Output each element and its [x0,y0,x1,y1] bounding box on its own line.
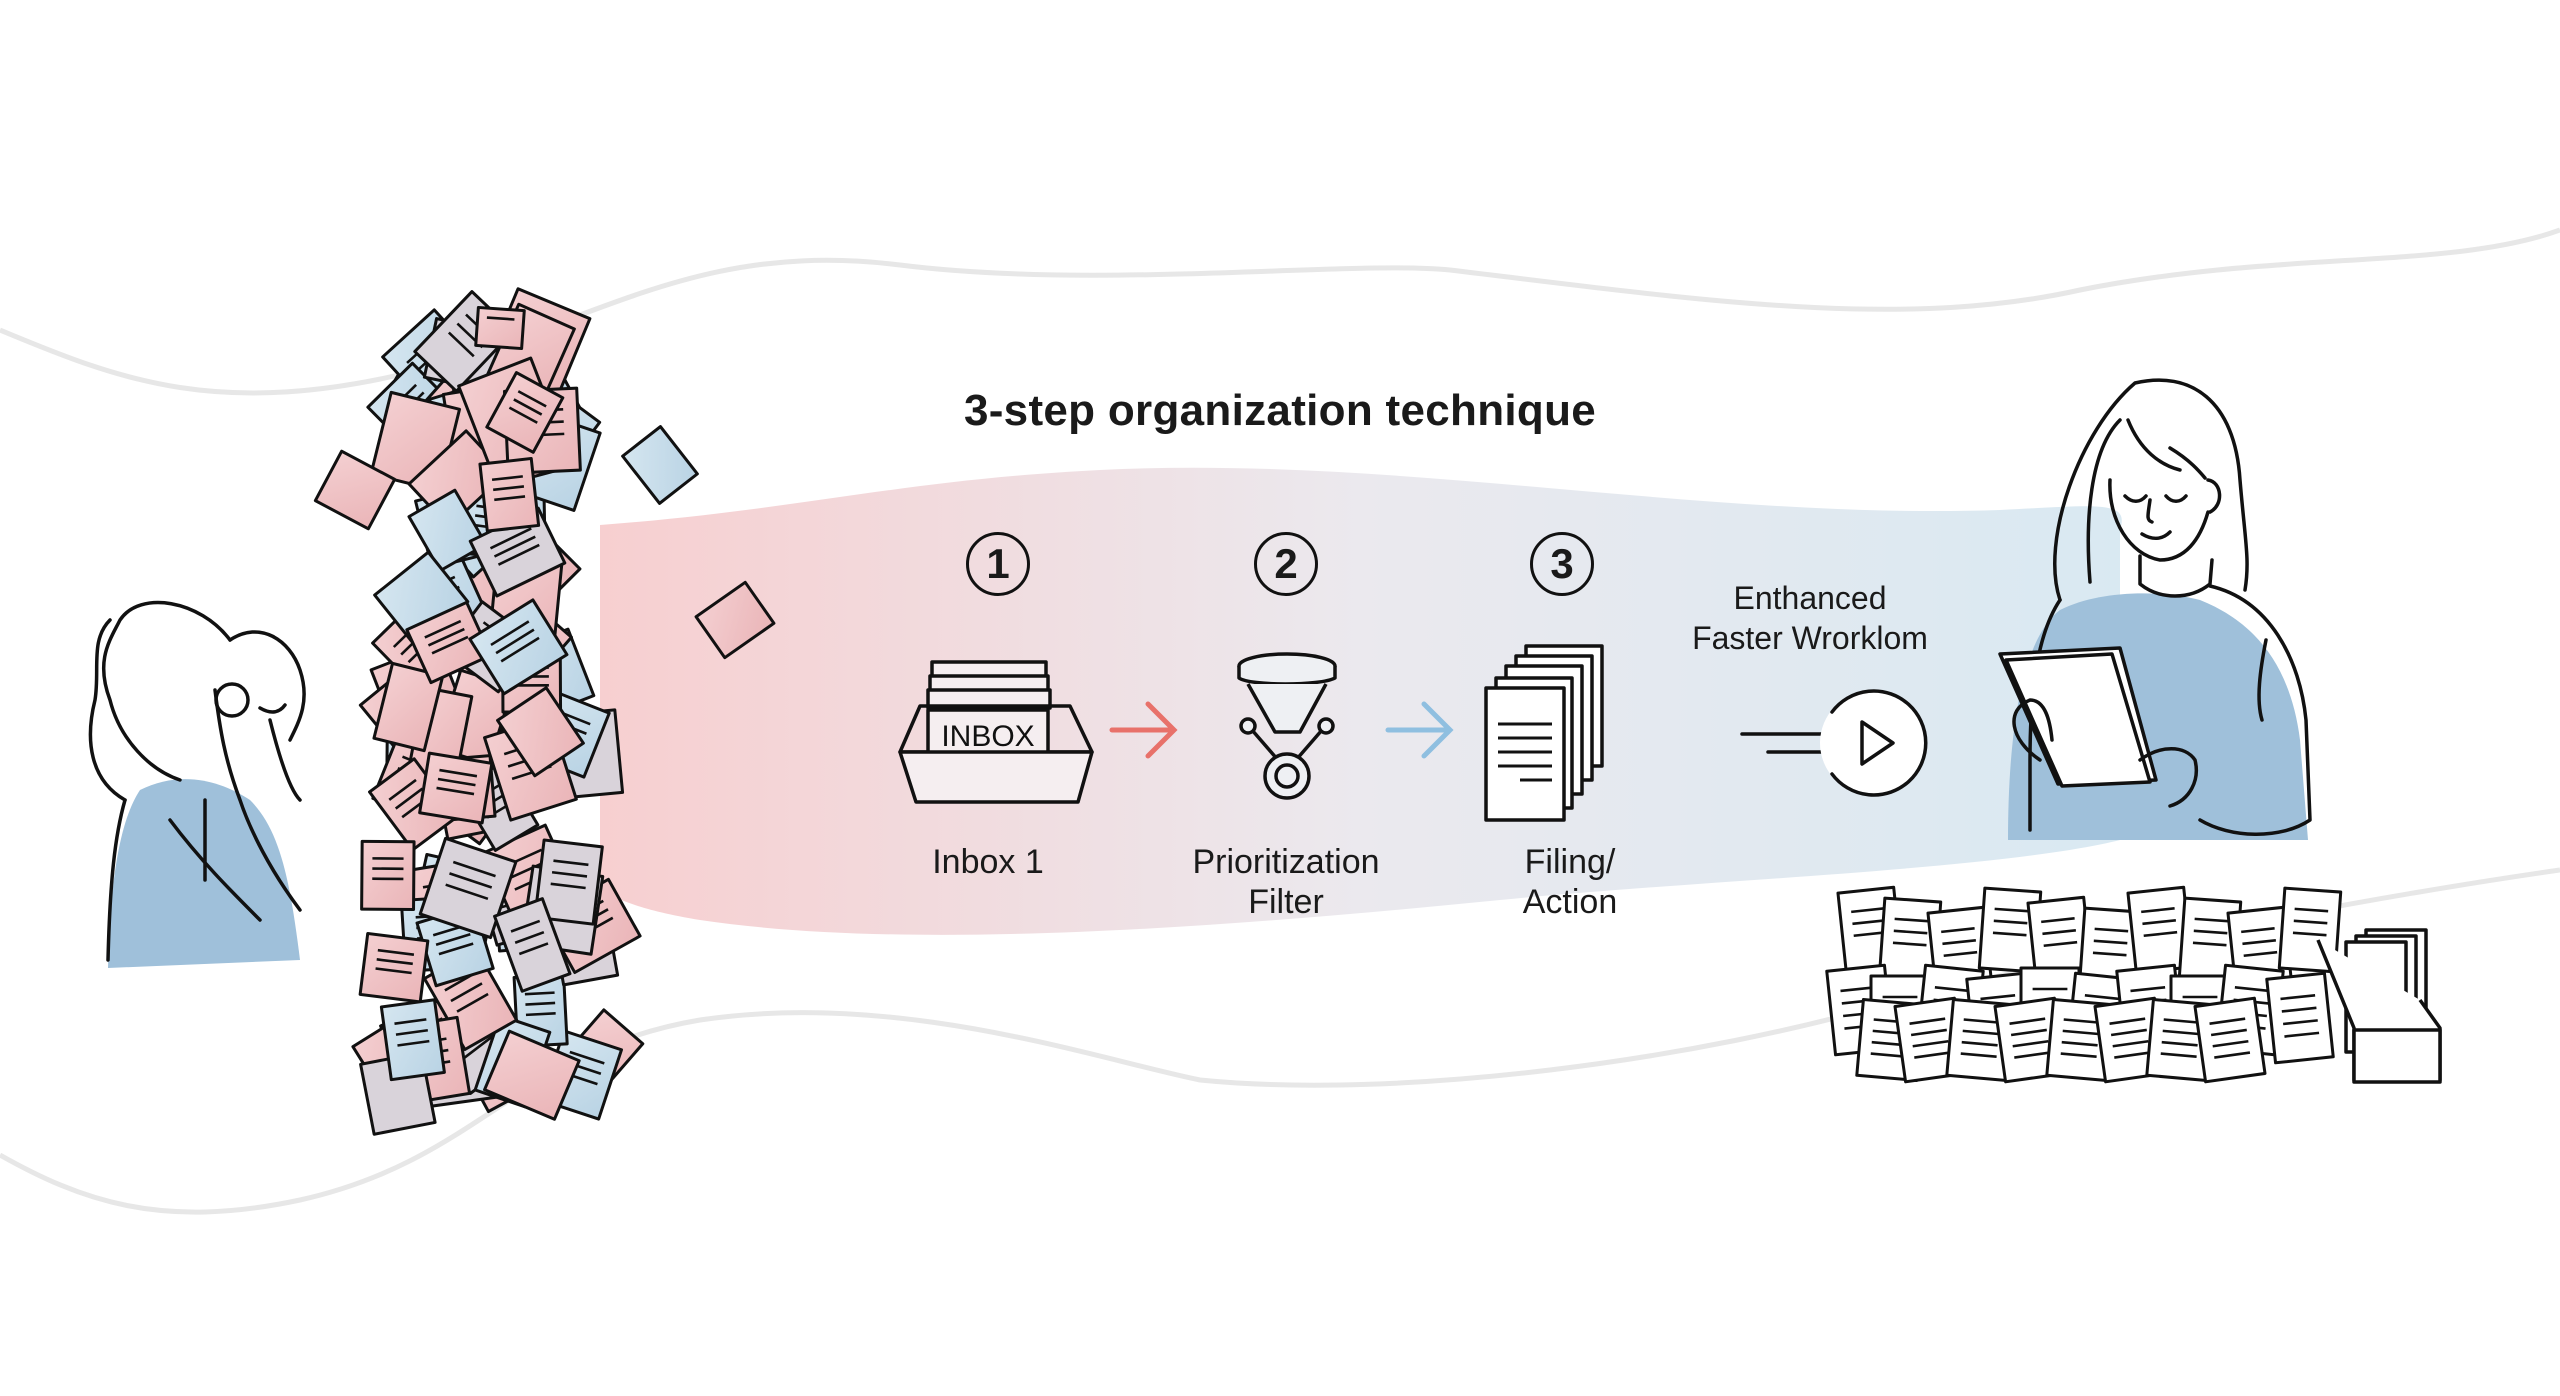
arrow-step1-to-step2 [1109,701,1178,759]
paper-pile-chaotic [313,287,776,1136]
diagram-title: 3-step organization technique [963,386,1597,435]
play-forward-icon [1740,689,1928,797]
scattered-paper [485,371,565,454]
step-3-number-badge: 3 [1530,532,1594,596]
scattered-paper [418,751,494,825]
scattered-paper [418,836,518,940]
scattered-paper [360,839,416,912]
scattered-paper [313,449,397,531]
scattered-paper [478,457,541,533]
stressed-person-illustration [88,600,306,968]
step-1-number-badge: 1 [966,532,1030,596]
arrow-step2-to-step3 [1385,701,1454,759]
scattered-paper [468,598,569,696]
paper-stacks-organized [1825,885,2343,1084]
document-stack-icon [1484,644,1604,822]
step-2-label-line2: Filter [1248,883,1324,921]
step-3-label-line1: Filing/ [1524,843,1616,881]
scattered-paper [379,998,446,1082]
step-2-label-line1: Prioritization [1192,843,1380,881]
step-1-label-line1: Inbox 1 [932,843,1044,881]
scattered-paper [474,305,526,351]
step-3-label: Filing/ Action [1470,842,1670,922]
scattered-paper [372,661,445,753]
step-2-number-badge: 2 [1254,532,1318,596]
organized-paper [2193,996,2267,1084]
funnel-filter-icon [1237,652,1337,800]
outcome-label-line2: Faster Wrorklom [1692,620,1928,656]
scattered-paper [405,600,493,685]
inbox-tray-icon [898,660,1094,804]
scattered-paper [533,838,604,926]
scattered-paper [358,931,430,1004]
step-2-label: Prioritization Filter [1156,842,1416,922]
scattered-paper [621,425,699,505]
file-box-icon [2316,928,2442,1084]
calm-person-illustration [1998,378,2312,840]
step-3-label-line2: Action [1522,883,1618,921]
scattered-paper [407,488,488,573]
wave-line-top [0,227,2560,396]
scattered-paper [483,1029,581,1121]
outcome-label-line1: Enthanced [1733,580,1887,616]
outcome-label: Enthanced Faster Wrorklom [1660,578,1960,658]
step-1-label: Inbox 1 [888,842,1088,882]
organized-paper [2265,971,2335,1065]
scattered-paper [496,686,585,778]
scattered-paper [694,580,776,660]
scattered-paper [493,897,572,993]
inbox-icon-label: INBOX [941,720,1034,753]
